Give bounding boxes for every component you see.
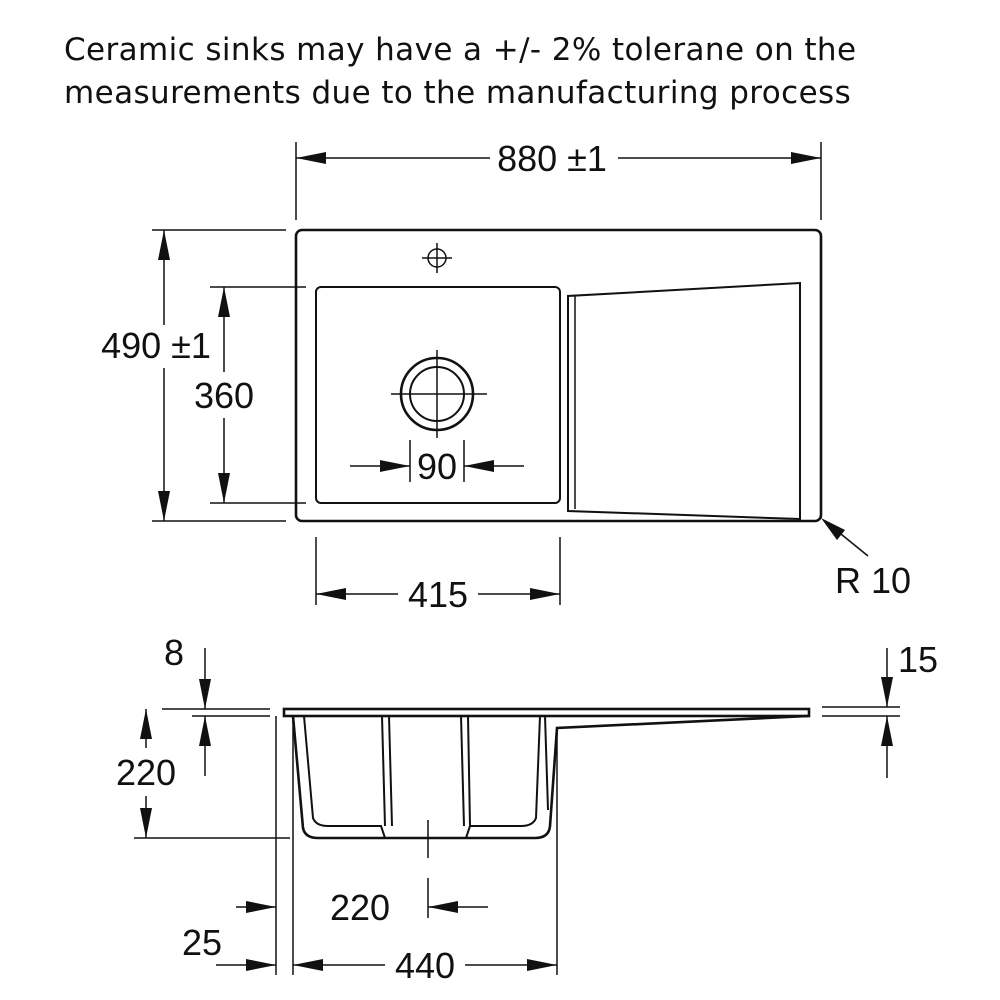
bowl-section xyxy=(291,714,809,840)
drainer-outline xyxy=(567,281,801,521)
sink-outline xyxy=(294,228,823,523)
corner-radius-label: R 10 xyxy=(835,560,911,601)
overall-depth-label: 490 ±1 xyxy=(101,325,211,366)
overall-width-label: 880 ±1 xyxy=(497,138,607,179)
bowl-outline xyxy=(315,286,561,504)
tap-hole-icon xyxy=(422,243,452,273)
bowl-inner-left xyxy=(303,715,386,839)
waste-outlet-icon xyxy=(391,350,487,438)
bowl-section-width-label: 440 xyxy=(395,945,455,986)
bowl-inner-right xyxy=(465,715,541,839)
waste-offset-label: 220 xyxy=(330,887,390,928)
tolerance-note-line-2: measurements due to the manufacturing pr… xyxy=(64,75,851,111)
plan-view: 880 ±1 490 ±1 360 90 415 xyxy=(101,138,911,615)
rim-thickness-label: 8 xyxy=(164,632,184,673)
bowl-width-label: 415 xyxy=(408,574,468,615)
waste-diameter-label: 90 xyxy=(417,446,457,487)
drainer-thickness-label: 15 xyxy=(898,639,938,680)
section-view: 8 15 220 220 25 440 xyxy=(116,632,938,986)
bowl-height-label: 220 xyxy=(116,752,176,793)
tolerance-note-line-1: Ceramic sinks may have a +/- 2% tolerane… xyxy=(64,32,856,68)
edge-offset-label: 25 xyxy=(182,922,222,963)
top-slab xyxy=(282,707,811,718)
bowl-depth-label: 360 xyxy=(194,375,254,416)
